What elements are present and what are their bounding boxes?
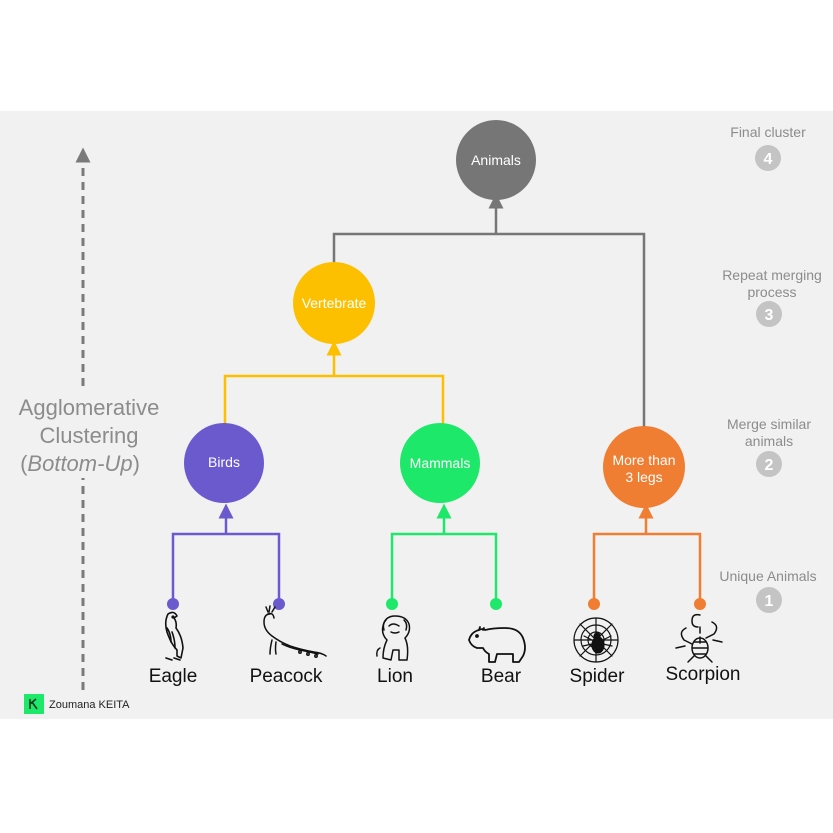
node-vertebrate: Vertebrate — [293, 262, 375, 344]
step-4-text: Final cluster — [730, 124, 806, 140]
leaf-label-spider: Spider — [570, 666, 626, 687]
leaf-dot-peacock — [273, 598, 285, 610]
leaf-label-peacock: Peacock — [250, 666, 323, 687]
step-3-badge — [756, 301, 782, 327]
diagram-panel — [0, 111, 833, 719]
title-line-1: Agglomerative — [19, 395, 160, 420]
connector-mammals — [390, 503, 498, 603]
title-line-3: (Bottom-Up) — [20, 451, 140, 476]
step-1-number: 1 — [765, 593, 774, 610]
leaf-label-lion: Lion — [377, 666, 413, 687]
title-line-2: Clustering — [39, 423, 138, 448]
node-legs-label-line2: 3 legs — [625, 469, 662, 485]
step-3-text-line2: process — [747, 284, 796, 300]
node-animals-label: Animals — [471, 152, 521, 168]
leaf-label-eagle: Eagle — [149, 666, 198, 687]
node-birds-label: Birds — [208, 454, 240, 470]
node-more-than-3-legs: More than 3 legs — [603, 426, 685, 508]
step-2: Merge similar animals 2 — [727, 416, 811, 477]
step-2-number: 2 — [765, 457, 774, 474]
title-paren-open: ( — [20, 451, 28, 476]
node-mammals: Mammals — [400, 423, 480, 503]
leaf-dot-lion — [386, 598, 398, 610]
node-legs-label-line1: More than — [612, 452, 675, 468]
step-2-badge — [756, 451, 782, 477]
logo-glyph — [29, 698, 38, 710]
leaf-label-scorpion: Scorpion — [666, 664, 741, 685]
step-3-text-line1: Repeat merging — [722, 267, 822, 283]
leaf-dot-spider — [588, 598, 600, 610]
connector-birds — [171, 503, 281, 603]
leaf-label-bear: Bear — [481, 666, 522, 687]
node-birds: Birds — [184, 423, 264, 503]
spider-icon — [573, 617, 619, 663]
peacock-icon — [263, 605, 327, 658]
leaf-dot-bear — [490, 598, 502, 610]
title-paren-close: ) — [133, 451, 140, 476]
step-3: Repeat merging process 3 — [722, 267, 822, 327]
step-1-badge — [756, 587, 782, 613]
connector-animals — [332, 193, 646, 429]
step-2-text-line2: animals — [745, 433, 793, 449]
step-1-text: Unique Animals — [719, 568, 816, 584]
leaf-dot-eagle — [167, 598, 179, 610]
author-name: Zoumana KEITA — [49, 699, 130, 711]
node-mammals-label: Mammals — [410, 455, 471, 471]
connector-legs — [592, 503, 702, 603]
title-bottom-up: Bottom-Up — [27, 451, 132, 476]
author-credit: Zoumana KEITA — [24, 694, 130, 714]
step-4-number: 4 — [764, 151, 773, 168]
eagle-icon — [164, 611, 184, 661]
scorpion-icon — [675, 613, 723, 663]
step-4: Final cluster 4 — [730, 124, 806, 171]
bear-icon — [468, 626, 526, 663]
node-vertebrate-label: Vertebrate — [302, 295, 367, 311]
step-3-number: 3 — [765, 307, 774, 324]
step-4-badge — [755, 145, 781, 171]
lion-icon — [376, 615, 411, 661]
connector-vertebrate — [223, 340, 445, 425]
leaf-dot-scorpion — [694, 598, 706, 610]
step-2-text-line1: Merge similar — [727, 416, 811, 432]
step-1: Unique Animals 1 — [719, 568, 817, 613]
node-animals: Animals — [456, 120, 536, 200]
